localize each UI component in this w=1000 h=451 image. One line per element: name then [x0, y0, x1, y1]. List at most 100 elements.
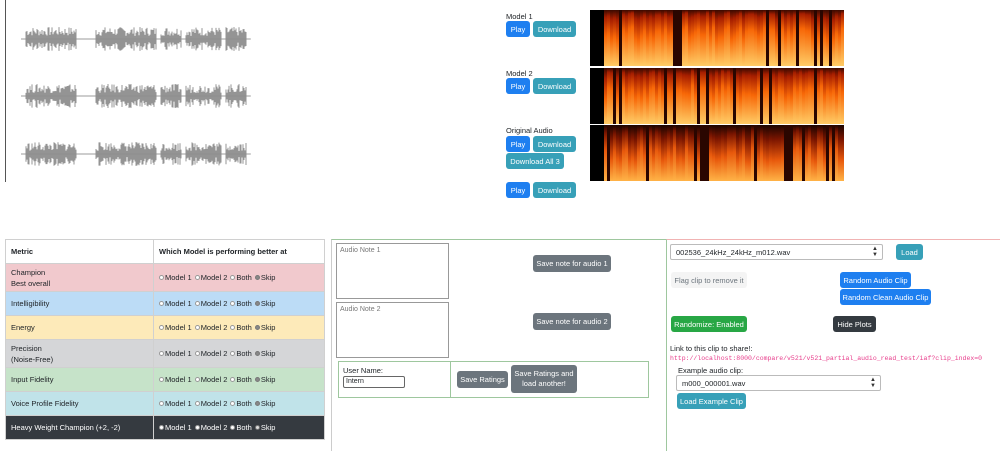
radio-icon[interactable] [230, 275, 236, 280]
flag-clip-button[interactable]: Flag clip to remove it [671, 272, 747, 288]
extra-download-button[interactable]: Download [533, 182, 576, 198]
radio-icon[interactable] [230, 301, 236, 306]
choice-option[interactable]: Skip [254, 299, 275, 308]
save-ratings-button[interactable]: Save Ratings [457, 371, 508, 388]
clip-select[interactable]: 002536_24kHz_24kHz_m012.wav ▲▼ [670, 244, 883, 260]
spectrogram-column [691, 68, 695, 124]
load-example-button[interactable]: Load Example Clip [677, 393, 746, 409]
choice-option[interactable]: Model 2 [194, 423, 227, 432]
choice-option[interactable]: Both [230, 349, 252, 358]
model-1-download-button[interactable]: Download [533, 21, 576, 37]
share-link[interactable]: http://localhost:8000/compare/v521/v521_… [670, 355, 983, 362]
choice-option[interactable]: Skip [254, 399, 275, 408]
randomize-button[interactable]: Randomize: Enabled [671, 316, 747, 332]
radio-icon[interactable] [159, 401, 164, 406]
radio-icon[interactable] [254, 351, 260, 356]
choice-option[interactable]: Model 2 [194, 323, 227, 332]
radio-icon[interactable] [254, 425, 260, 430]
choice-option[interactable]: Model 2 [194, 375, 227, 384]
choice-option[interactable]: Skip [254, 375, 275, 384]
radio-icon[interactable] [194, 377, 200, 382]
radio-icon[interactable] [159, 275, 164, 280]
choice-option[interactable]: Model 1 [159, 423, 192, 432]
spectrogram-column [697, 68, 701, 124]
radio-icon[interactable] [159, 377, 164, 382]
radio-icon[interactable] [159, 301, 164, 306]
model-1-play-button[interactable]: Play [506, 21, 530, 37]
choice-option[interactable]: Model 1 [159, 399, 192, 408]
download-all-button[interactable]: Download All 3 [506, 153, 564, 169]
save-and-load-button[interactable]: Save Ratings and load another! [511, 365, 577, 393]
original-play-button[interactable]: Play [506, 136, 530, 152]
choice-option[interactable]: Model 1 [159, 299, 192, 308]
spectrogram-column [835, 10, 839, 66]
spectrogram-column [742, 68, 746, 124]
radio-icon[interactable] [194, 425, 200, 430]
choice-option[interactable]: Both [230, 273, 252, 282]
radio-icon[interactable] [254, 377, 260, 382]
load-button[interactable]: Load [896, 244, 923, 260]
spectrogram-column [772, 10, 776, 66]
choice-option[interactable]: Model 1 [159, 273, 192, 282]
random-clean-clip-button[interactable]: Random Clean Audio Clip [840, 289, 931, 305]
choice-option[interactable]: Skip [254, 323, 276, 332]
spectrogram-column [706, 68, 710, 124]
radio-icon[interactable] [254, 275, 260, 280]
example-select[interactable]: m000_000001.wav ▲▼ [676, 375, 881, 391]
hide-plots-button[interactable]: Hide Plots [833, 316, 876, 332]
spectrogram-column [610, 10, 614, 66]
choice-label: Skip [260, 323, 276, 332]
radio-icon[interactable] [230, 325, 236, 330]
spectrogram-column [679, 68, 683, 124]
radio-icon[interactable] [230, 425, 236, 430]
radio-icon[interactable] [254, 301, 260, 306]
choice-option[interactable]: Skip [254, 349, 275, 358]
radio-icon[interactable] [159, 325, 164, 330]
choice-option[interactable]: Model 1 [159, 349, 192, 358]
random-clip-button[interactable]: Random Audio Clip [840, 272, 911, 288]
choice-option[interactable]: Model 1 [159, 323, 192, 332]
radio-icon[interactable] [194, 351, 200, 356]
choice-option[interactable]: Model 2 [194, 273, 227, 282]
spectrogram-column [784, 125, 788, 181]
model-2-download-button[interactable]: Download [533, 78, 576, 94]
save-note-2-button[interactable]: Save note for audio 2 [533, 313, 611, 330]
radio-icon[interactable] [194, 325, 200, 330]
model-2-play-button[interactable]: Play [506, 78, 530, 94]
choice-option[interactable]: Both [230, 375, 252, 384]
choice-option[interactable]: Model 2 [194, 299, 227, 308]
radio-icon[interactable] [230, 377, 236, 382]
spectrogram-column [832, 68, 836, 124]
choice-option[interactable]: Both [230, 323, 252, 332]
metric-label: Voice Profile Fidelity [11, 399, 79, 408]
choice-option[interactable]: Model 2 [194, 399, 227, 408]
radio-icon[interactable] [254, 401, 260, 406]
spectrogram-column [826, 68, 830, 124]
radio-icon[interactable] [230, 351, 236, 356]
radio-icon[interactable] [254, 325, 260, 330]
choice-option[interactable]: Both [230, 423, 252, 432]
choice-option[interactable]: Model 1 [159, 375, 192, 384]
choice-option[interactable]: Skip [254, 423, 275, 432]
choice-option[interactable]: Model 2 [194, 349, 227, 358]
save-note-1-button[interactable]: Save note for audio 1 [533, 255, 611, 272]
choice-option[interactable]: Skip [254, 273, 275, 282]
audio-note-1-textarea[interactable]: Audio Note 1 [336, 243, 449, 299]
user-name-input[interactable]: Intern [343, 376, 405, 388]
choice-option[interactable]: Both [230, 299, 252, 308]
original-download-button[interactable]: Download [533, 136, 576, 152]
radio-icon[interactable] [194, 301, 200, 306]
radio-icon[interactable] [159, 351, 164, 356]
extra-play-button[interactable]: Play [506, 182, 530, 198]
spectrogram-column [841, 10, 844, 66]
spectrogram-column [634, 125, 638, 181]
spectrogram-column [754, 125, 758, 181]
audio-note-2-textarea[interactable]: Audio Note 2 [336, 302, 449, 358]
radio-icon[interactable] [194, 275, 200, 280]
radio-icon[interactable] [230, 401, 236, 406]
choice-option[interactable]: Both [230, 399, 252, 408]
radio-icon[interactable] [159, 425, 164, 430]
radio-icon[interactable] [194, 401, 200, 406]
